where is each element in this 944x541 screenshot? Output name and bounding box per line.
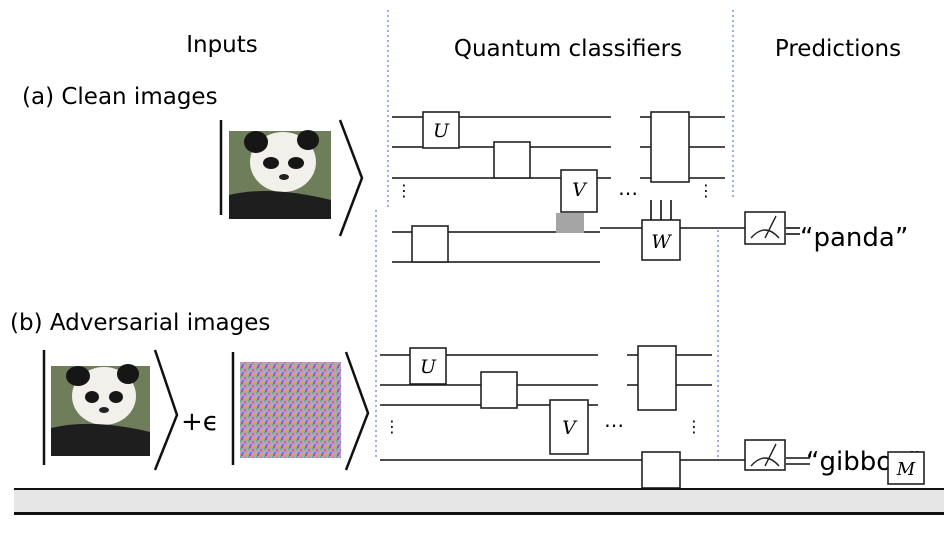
adversarial-input-kets: +ϵ bbox=[42, 349, 370, 471]
column-dividers bbox=[375, 10, 734, 460]
gate-u-clean bbox=[422, 111, 460, 149]
gate-w-clean bbox=[641, 219, 681, 261]
ellipsis-adv: ⋯ bbox=[604, 413, 624, 437]
gate-clean-right bbox=[650, 111, 690, 183]
header-predictions: Predictions bbox=[775, 36, 901, 62]
gate-v-clean-label: V bbox=[572, 179, 588, 201]
gate-clean-mid bbox=[493, 141, 531, 179]
noise-image bbox=[240, 362, 341, 458]
vdots-clean-right: ⋮ bbox=[698, 181, 714, 200]
vdots-adv-left: ⋮ bbox=[384, 417, 400, 436]
prediction-clean: “panda” bbox=[800, 223, 908, 253]
gate-m-label: M bbox=[896, 459, 916, 480]
gate-v-adv bbox=[549, 399, 589, 455]
gate-v-adv-label: V bbox=[562, 417, 578, 439]
gate-v-clean bbox=[560, 169, 598, 213]
gate-adv-right bbox=[637, 345, 677, 411]
label-adversarial-images: (b) Adversarial images bbox=[10, 310, 270, 336]
header-inputs: Inputs bbox=[186, 32, 258, 58]
gate-w-adv bbox=[641, 451, 681, 489]
meter-adversarial bbox=[744, 439, 786, 471]
panda-image-adversarial bbox=[51, 364, 150, 456]
adv-ket-angle-1 bbox=[153, 349, 179, 471]
gate-w-clean-label: W bbox=[651, 231, 672, 253]
clean-gates: U V W ⋯ ⋮ ⋮ bbox=[396, 111, 714, 263]
gate-adv-mid bbox=[480, 371, 518, 409]
gate-m bbox=[887, 451, 925, 485]
clean-ket-angle bbox=[338, 119, 364, 237]
clean-input-ket bbox=[219, 119, 364, 237]
label-clean-images: (a) Clean images bbox=[22, 84, 218, 110]
plus-epsilon: +ϵ bbox=[181, 407, 219, 437]
vdots-clean-left: ⋮ bbox=[396, 181, 412, 200]
gate-u-adv-label: U bbox=[420, 356, 437, 378]
gate-u-clean-label: U bbox=[433, 120, 450, 142]
bottom-rules bbox=[14, 488, 944, 515]
gate-u-adv bbox=[409, 347, 447, 385]
adversarial-gates: U V ⋯ ⋮ ⋮ bbox=[384, 345, 702, 489]
adv-ket-angle-2 bbox=[344, 351, 370, 471]
gate-clean-bottom bbox=[411, 225, 449, 263]
header-quantum-classifiers: Quantum classifiers bbox=[454, 36, 682, 62]
gate-v-clean-shade bbox=[556, 213, 584, 233]
meter-clean bbox=[744, 211, 786, 245]
panda-image-clean bbox=[229, 130, 331, 219]
ellipsis-clean: ⋯ bbox=[618, 181, 638, 205]
vdots-adv-right: ⋮ bbox=[686, 417, 702, 436]
